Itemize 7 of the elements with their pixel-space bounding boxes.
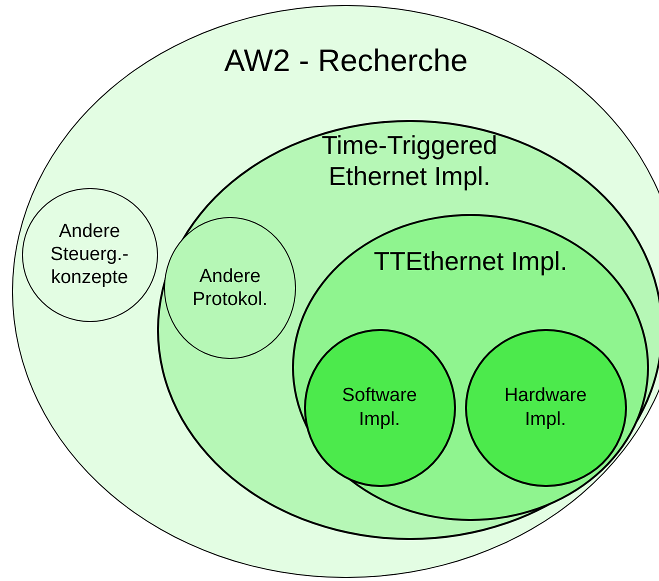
node-label: Andere Protokol. — [192, 264, 268, 312]
node-label: Software Impl. — [341, 384, 418, 431]
node-label: AW2 - Recherche — [224, 42, 468, 80]
node-label: Time-Triggered Ethernet Impl. — [320, 130, 498, 193]
node-label: Hardware Impl. — [503, 384, 588, 431]
node-label: TTEthernet Impl. — [374, 246, 568, 278]
node-label: Andere Steuerg.-konzepte — [49, 220, 130, 290]
